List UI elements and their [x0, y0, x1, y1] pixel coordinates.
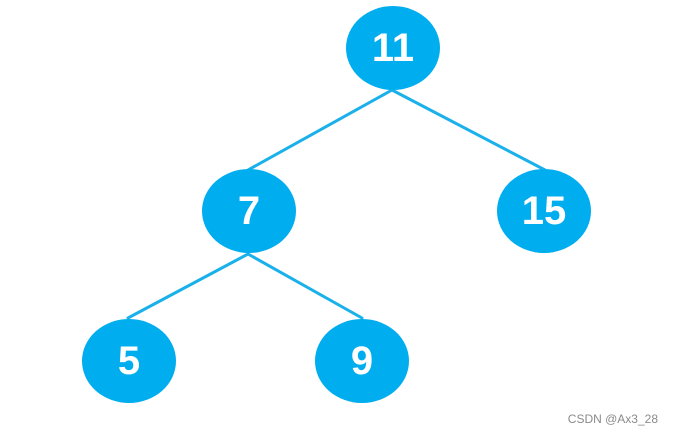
node-label-5: 5 — [118, 339, 140, 383]
node-circle-11 — [346, 6, 440, 90]
edge-11-7 — [246, 88, 394, 172]
tree-node-7: 7 — [202, 169, 296, 253]
node-label-9: 9 — [351, 339, 373, 383]
node-label-11: 11 — [372, 26, 414, 70]
node-label-7: 7 — [238, 189, 260, 233]
tree-node-11: 11 — [346, 6, 440, 90]
node-circle-9 — [315, 319, 409, 403]
edge-11-15 — [390, 88, 547, 172]
csdn-watermark: CSDN @Ax3_28 — [567, 412, 658, 426]
node-label-15: 15 — [522, 189, 567, 233]
edge-7-9 — [246, 252, 364, 320]
node-circle-5 — [82, 319, 176, 403]
node-circle-15 — [497, 169, 591, 253]
tree-node-9: 9 — [315, 319, 409, 403]
edge-7-5 — [126, 252, 250, 320]
tree-edges — [126, 88, 547, 320]
tree-node-5: 5 — [82, 319, 176, 403]
tree-node-15: 15 — [497, 169, 591, 253]
node-circle-7 — [202, 169, 296, 253]
